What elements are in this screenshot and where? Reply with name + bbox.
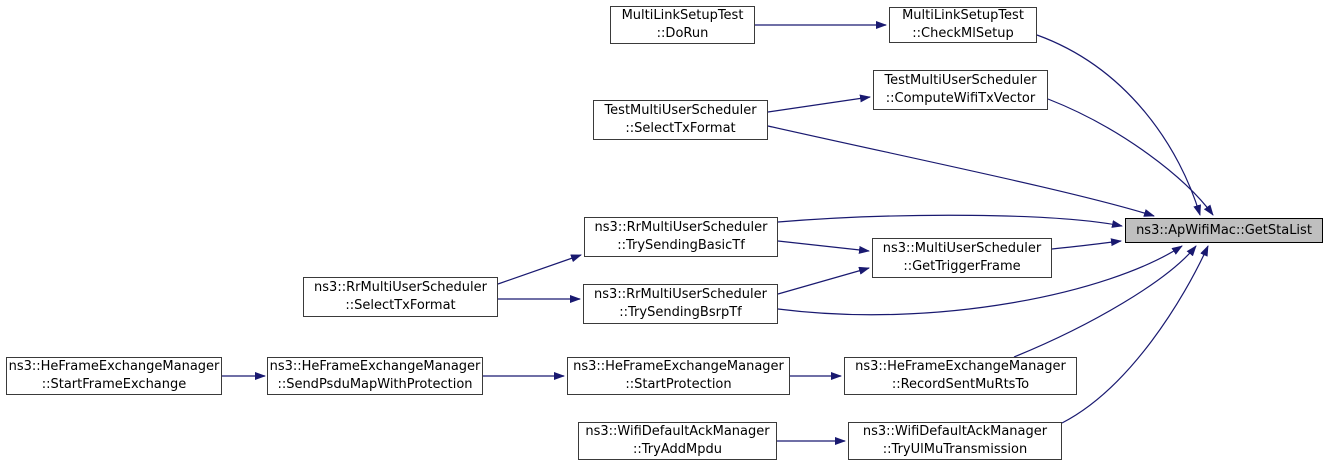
node-testmultiuserscheduler-selecttxformat[interactable]: TestMultiUserScheduler ::SelectTxFormat [593, 100, 768, 140]
node-wifidefaultackmanager-tryulmutransmission[interactable]: ns3::WifiDefaultAckManager ::TryUlMuTran… [848, 422, 1062, 460]
edge-rr-selecttxformat-to-trysendingbasictf [497, 254, 582, 285]
edge-trysendingbasictf-to-getstalist [777, 214, 1123, 228]
node-heframeexchangemanager-recordsentmurtsto[interactable]: ns3::HeFrameExchangeManager ::RecordSent… [844, 357, 1077, 395]
node-rrmultiuserscheduler-trysendingbasictf[interactable]: ns3::RrMultiUserScheduler ::TrySendingBa… [584, 217, 778, 257]
node-heframeexchangemanager-startprotection[interactable]: ns3::HeFrameExchangeManager ::StartProte… [567, 357, 790, 395]
edge-gettriggerframe-to-getstalist [1051, 238, 1122, 250]
edge-trysendingbasictf-to-gettriggerframe [777, 240, 870, 254]
node-testmultiuserscheduler-computewifitxvector[interactable]: TestMultiUserScheduler ::ComputeWifiTxVe… [873, 70, 1048, 110]
node-multilinksetuptest-checkmlsetup[interactable]: MultiLinkSetupTest ::CheckMlSetup [889, 7, 1037, 43]
node-multilinksetuptest-dorun[interactable]: MultiLinkSetupTest ::DoRun [610, 6, 755, 44]
node-rrmultiuserscheduler-trysendingbsrptf[interactable]: ns3::RrMultiUserScheduler ::TrySendingBs… [583, 284, 778, 324]
node-rrmultiuserscheduler-selecttxformat[interactable]: ns3::RrMultiUserScheduler ::SelectTxForm… [303, 277, 498, 317]
edge-computewifitxvector-to-getstalist [1047, 98, 1214, 216]
node-apwifimac-getstalist-target: ns3::ApWifiMac::GetStaList [1125, 218, 1323, 243]
edge-trysendingbsrptf-to-gettriggerframe [777, 266, 870, 295]
node-heframeexchangemanager-sendpsdumapwithprotection[interactable]: ns3::HeFrameExchangeManager ::SendPsduMa… [267, 357, 483, 395]
node-multiuserscheduler-gettriggerframe[interactable]: ns3::MultiUserScheduler ::GetTriggerFram… [872, 238, 1052, 278]
edge-test-selecttxformat-to-computewifitxvector [767, 94, 871, 113]
node-heframeexchangemanager-startframeexchange[interactable]: ns3::HeFrameExchangeManager ::StartFrame… [6, 357, 222, 395]
node-wifidefaultackmanager-tryaddmpdu[interactable]: ns3::WifiDefaultAckManager ::TryAddMpdu [578, 422, 777, 460]
edge-test-selecttxformat-to-getstalist [767, 125, 1155, 217]
edge-tryulmutransmission-to-getstalist [1061, 245, 1209, 424]
edge-checkmlsetup-to-getstalist [1036, 34, 1201, 216]
